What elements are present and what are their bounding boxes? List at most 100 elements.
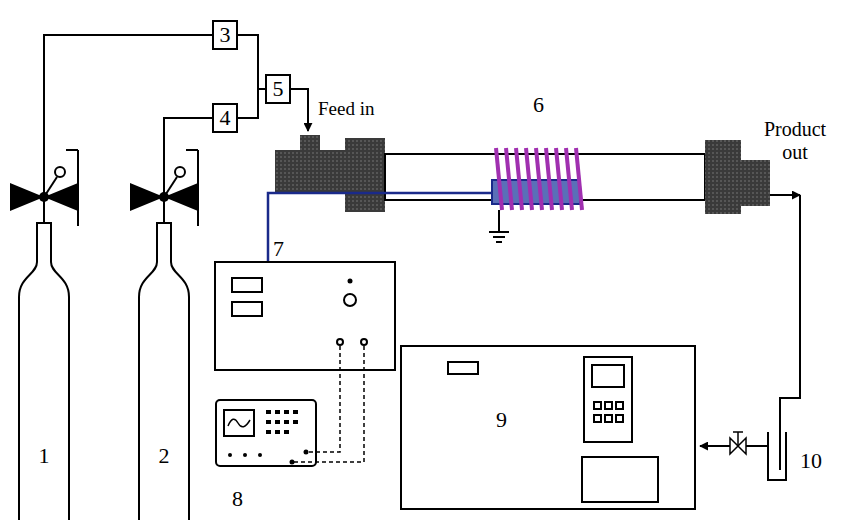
cold-trap bbox=[768, 432, 786, 480]
gas-chromatograph: 9 bbox=[400, 345, 696, 510]
button bbox=[228, 453, 232, 457]
panel-button bbox=[616, 415, 623, 422]
gas-line bbox=[238, 35, 265, 89]
ground-lead bbox=[498, 210, 500, 232]
coil-turn bbox=[556, 148, 562, 210]
gas-line bbox=[238, 89, 265, 118]
button bbox=[243, 453, 247, 457]
power-supply-case bbox=[215, 262, 395, 370]
valve-handle bbox=[186, 149, 198, 151]
cylinder-body bbox=[139, 223, 189, 520]
valve-handle bbox=[197, 150, 199, 226]
button bbox=[275, 410, 280, 414]
flow-controller: 3 bbox=[212, 20, 238, 50]
coil-turn bbox=[576, 148, 582, 210]
coil-turn bbox=[516, 148, 522, 210]
control-panel bbox=[584, 357, 632, 442]
reactor-end-cap bbox=[740, 160, 770, 206]
button bbox=[284, 430, 289, 434]
valve-stem bbox=[164, 177, 177, 197]
coil-turn bbox=[526, 148, 532, 210]
callout-number: 4 bbox=[220, 105, 231, 131]
waveform bbox=[228, 419, 250, 427]
gas-mixer: 5 bbox=[265, 74, 291, 104]
output-terminal bbox=[337, 339, 343, 345]
button bbox=[284, 420, 289, 424]
button bbox=[275, 420, 280, 424]
callout-number: 5 bbox=[273, 76, 284, 102]
callout-number: 2 bbox=[138, 222, 190, 469]
chromatograph-details bbox=[402, 347, 694, 508]
panel-button bbox=[605, 402, 612, 409]
reactor-flange bbox=[705, 140, 741, 214]
plasma-reactor bbox=[268, 135, 770, 262]
product-line bbox=[780, 195, 800, 470]
callout-number: 10 bbox=[800, 448, 822, 474]
oscilloscope-buttons bbox=[228, 410, 298, 457]
button bbox=[266, 410, 271, 414]
cylinder-outline bbox=[138, 222, 190, 520]
injector-port bbox=[448, 362, 478, 374]
probe-lead bbox=[292, 346, 364, 462]
coil-turn bbox=[506, 148, 512, 210]
button bbox=[266, 430, 271, 434]
callout-number: 9 bbox=[496, 407, 507, 433]
cylinder-body bbox=[19, 223, 69, 520]
oscilloscope-case bbox=[216, 400, 316, 466]
hv-wire bbox=[268, 193, 492, 262]
button bbox=[284, 410, 289, 414]
detector-unit bbox=[582, 457, 658, 502]
product-line bbox=[770, 194, 800, 196]
gas-cylinder: 1 bbox=[18, 222, 70, 520]
callout-number: 1 bbox=[18, 222, 70, 469]
ground-bar bbox=[489, 231, 509, 233]
probe-lead bbox=[306, 346, 340, 452]
oscilloscope-screen bbox=[224, 410, 254, 436]
panel-button bbox=[605, 415, 612, 422]
coil-turn bbox=[566, 148, 572, 210]
ground-bar bbox=[493, 236, 505, 238]
button bbox=[275, 430, 280, 434]
callout-number: 3 bbox=[220, 22, 231, 48]
ground-symbol bbox=[489, 210, 509, 242]
callout-number: 6 bbox=[533, 92, 544, 118]
valve-stem bbox=[44, 177, 57, 197]
valve-handle bbox=[66, 149, 78, 151]
valve-stem bbox=[737, 432, 739, 446]
probe-jack bbox=[290, 460, 295, 465]
oscilloscope bbox=[216, 400, 316, 466]
probe-jack bbox=[304, 450, 309, 455]
callout-number: 8 bbox=[232, 486, 243, 512]
display-window bbox=[232, 302, 262, 316]
coil-turn bbox=[496, 148, 502, 210]
control-knob bbox=[344, 294, 356, 306]
button bbox=[258, 453, 262, 457]
outlet-label: Product out bbox=[756, 118, 834, 164]
gas-cylinder: 2 bbox=[138, 222, 190, 520]
button bbox=[293, 420, 298, 424]
button bbox=[293, 410, 298, 414]
reactor-flange bbox=[345, 138, 385, 212]
valve-handle bbox=[733, 431, 743, 433]
inlet-fitting bbox=[275, 150, 347, 194]
sample-line bbox=[700, 445, 730, 447]
power-supply bbox=[215, 262, 395, 370]
inlet-label: Feed in bbox=[318, 96, 374, 122]
button bbox=[266, 420, 271, 424]
flow-controller: 4 bbox=[212, 103, 238, 133]
valve-handle bbox=[77, 150, 79, 226]
panel-button bbox=[594, 415, 601, 422]
cylinder-outline bbox=[18, 222, 70, 520]
sample-valve bbox=[730, 432, 746, 454]
valve-knob bbox=[55, 167, 65, 177]
callout-number: 7 bbox=[273, 236, 284, 262]
outer-coil-electrode bbox=[496, 148, 582, 210]
output-terminal bbox=[361, 339, 367, 345]
sample-line bbox=[746, 445, 768, 447]
panel-button bbox=[594, 402, 601, 409]
feed-line bbox=[291, 89, 308, 131]
inner-electrode bbox=[492, 180, 580, 204]
panel-button bbox=[616, 402, 623, 409]
ground-bar bbox=[496, 241, 502, 243]
